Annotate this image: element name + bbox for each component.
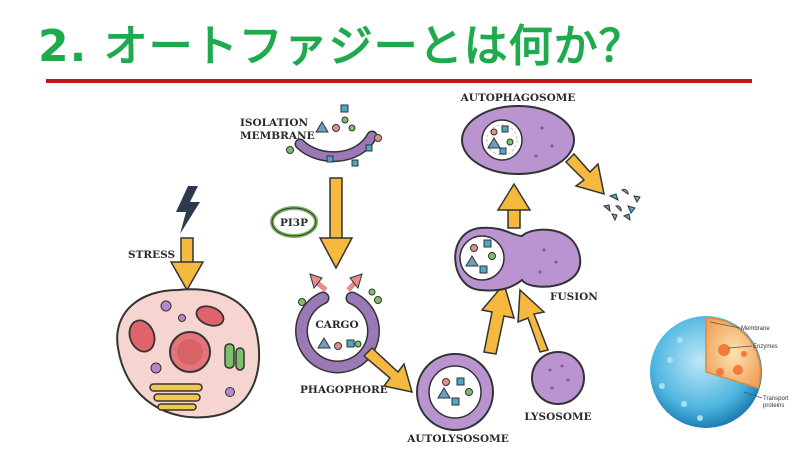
label-phagophore: PHAGOPHORE [300, 384, 388, 396]
inset-label-enzymes: Enzymes [753, 344, 778, 350]
cell [116, 288, 261, 419]
cell-chloroplast [224, 343, 245, 371]
label-isolation-membrane-2: MEMBRANE [240, 130, 315, 142]
label-fusion: FUSION [550, 291, 598, 303]
label-stress: STRESS [128, 249, 175, 261]
arrow-to-autophagosome [496, 182, 532, 229]
label-autolysosome: AUTOLYSOSOME [406, 433, 509, 445]
degraded-fragments [602, 188, 641, 222]
pi3p-badge [270, 206, 318, 238]
fusion [454, 226, 582, 292]
inset-label-transport-1: Transport [763, 396, 789, 402]
arrow-to-debris [564, 152, 605, 196]
label-pi3p: PI3P [280, 217, 308, 229]
title-underline [46, 79, 752, 83]
cell-golgi [149, 383, 203, 411]
label-isolation-membrane-1: ISOLATION [240, 117, 308, 129]
phagophore [295, 273, 382, 374]
lysosome [531, 351, 585, 405]
stress-lightning-icon [176, 186, 200, 234]
slide-title: 2. オートファジーとは何か？ [38, 21, 644, 72]
inset-label-membrane: Membrane [741, 326, 770, 332]
arrow-lysosome-to-fusion [517, 288, 550, 353]
arrow-autolysosome-to-fusion [480, 282, 516, 355]
autophagosome [461, 105, 575, 175]
cell-mitochondrion [128, 319, 156, 353]
inset-label-transport-2: proteins [763, 403, 784, 409]
stress-arrow [169, 237, 205, 292]
isolation-membrane [286, 104, 382, 167]
label-cargo: CARGO [315, 319, 358, 331]
arrow-to-autolysosome [362, 346, 414, 393]
autolysosome [416, 353, 494, 431]
label-lysosome: LYSOSOME [524, 411, 591, 423]
arrow-to-phagophore [318, 177, 354, 270]
lysosome-3d-inset [650, 316, 763, 428]
label-autophagosome: AUTOPHAGOSOME [460, 92, 576, 104]
